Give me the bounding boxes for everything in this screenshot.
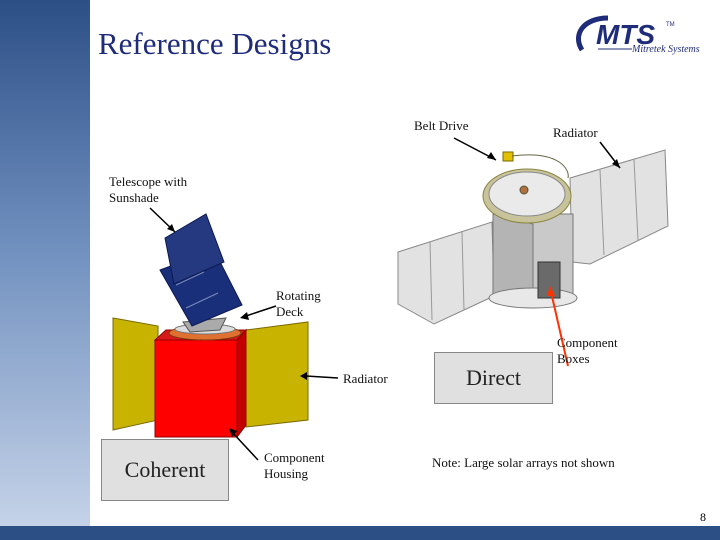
component-housing-shape	[154, 328, 247, 438]
rotating-deck-label: Rotating Deck	[276, 288, 321, 319]
component-box	[537, 261, 561, 299]
slide-title: Reference Designs	[98, 26, 332, 61]
direct-box: Direct	[434, 352, 553, 404]
radiator-left-label: Radiator	[343, 371, 388, 386]
slide-sidebar	[0, 0, 90, 540]
belt-drive-label: Belt Drive	[414, 118, 469, 133]
telescope-sunshade	[164, 213, 225, 285]
page-number: 8	[700, 510, 706, 524]
left-solar-panel	[112, 317, 159, 431]
radiator-top-label: Radiator	[553, 125, 598, 140]
component-housing-label: Component Housing	[264, 450, 325, 481]
telescope-label: Telescope with Sunshade	[109, 174, 188, 205]
note-text: Note: Large solar arrays not shown	[432, 455, 615, 470]
logo-text: MTS	[596, 19, 655, 50]
slide-bottom-bar	[0, 526, 720, 540]
right-solar-panel	[245, 321, 309, 428]
radiator-disk	[488, 171, 566, 217]
coherent-box: Coherent	[101, 439, 229, 501]
belt-drive-motor	[502, 151, 514, 162]
mts-logo: MTS TM Mitretek Systems	[575, 15, 700, 55]
left-solar-array	[397, 221, 495, 325]
component-boxes-label: Component Boxes	[557, 335, 618, 366]
svg-text:TM: TM	[666, 22, 675, 28]
logo-subtext: Mitretek Systems	[631, 44, 700, 55]
